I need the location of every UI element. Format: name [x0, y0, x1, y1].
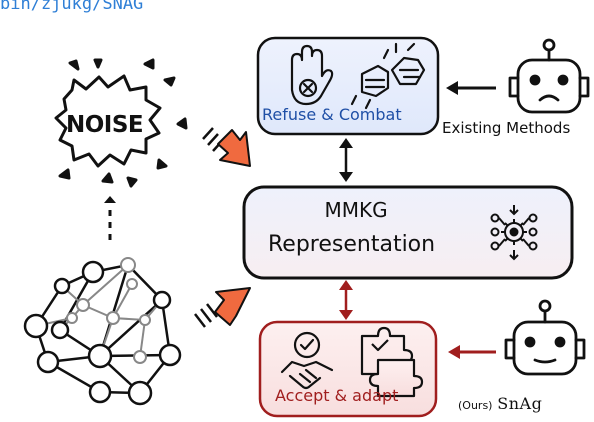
noise-burst-icon	[54, 58, 188, 188]
arrow-from-existing	[446, 81, 496, 95]
robot-sad-icon	[508, 38, 590, 114]
orange-arrow-lower	[194, 287, 251, 328]
ours-caption: (Ours) SnAg	[458, 396, 542, 412]
approved-handshake-icon	[280, 331, 334, 390]
method-name: SnAg	[497, 394, 543, 413]
arrow-from-ours	[448, 345, 496, 359]
orange-arrow-upper	[202, 127, 251, 167]
existing-methods-label: Existing Methods	[442, 119, 571, 137]
refuse-combat-label: Refuse & Combat	[262, 105, 402, 124]
stop-hand-icon	[290, 44, 334, 106]
puzzle-icon	[360, 326, 424, 398]
mmkg-representation-box	[242, 185, 574, 280]
double-arrow-bottom	[339, 280, 353, 320]
dashed-up-arrow	[104, 196, 116, 246]
knowledge-graph-icon	[23, 257, 182, 406]
double-arrow-top	[339, 138, 353, 182]
representation-label: Representation	[268, 232, 436, 257]
repo-link[interactable]: bin/zjukg/SNAG	[0, 0, 144, 14]
accept-adapt-box	[258, 320, 438, 418]
fist-bump-icon	[350, 42, 426, 110]
mmkg-title: MMKG	[324, 198, 388, 222]
accept-adapt-label: Accept & adapt	[275, 386, 399, 405]
robot-neutral-icon	[504, 299, 586, 376]
ours-tag: (Ours)	[458, 399, 493, 412]
noise-label: NOISE	[66, 112, 144, 138]
gear-network-icon	[490, 205, 538, 261]
refuse-combat-box	[256, 36, 440, 136]
